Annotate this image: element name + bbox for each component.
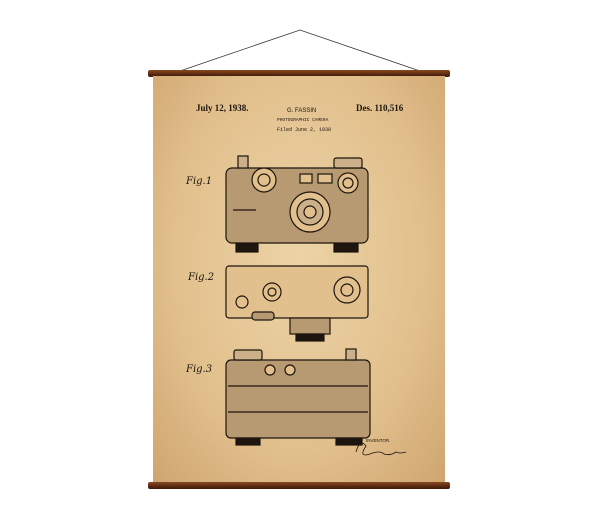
bottom-rod	[148, 482, 450, 489]
figure-label-1: Fig.1	[186, 176, 213, 187]
figure-label-2: Fig.2	[188, 272, 215, 283]
inventor-label: INVENTOR.	[366, 438, 391, 443]
inventor-signature	[355, 442, 407, 456]
top-rod	[148, 70, 450, 77]
camera-top-view	[225, 265, 369, 342]
camera-back-view	[225, 348, 371, 446]
design-number: Des. 110,516	[356, 103, 404, 113]
camera-front-view	[225, 155, 369, 253]
filed-date: Filed June 2, 1938	[277, 127, 332, 133]
figure-label-3: Fig.3	[186, 364, 213, 375]
patent-subtitle: PHOTOGRAPHIC CAMERA	[277, 118, 329, 123]
patent-date: July 12, 1938.	[196, 103, 249, 113]
inventor-name: G. FASSIN	[287, 108, 317, 114]
